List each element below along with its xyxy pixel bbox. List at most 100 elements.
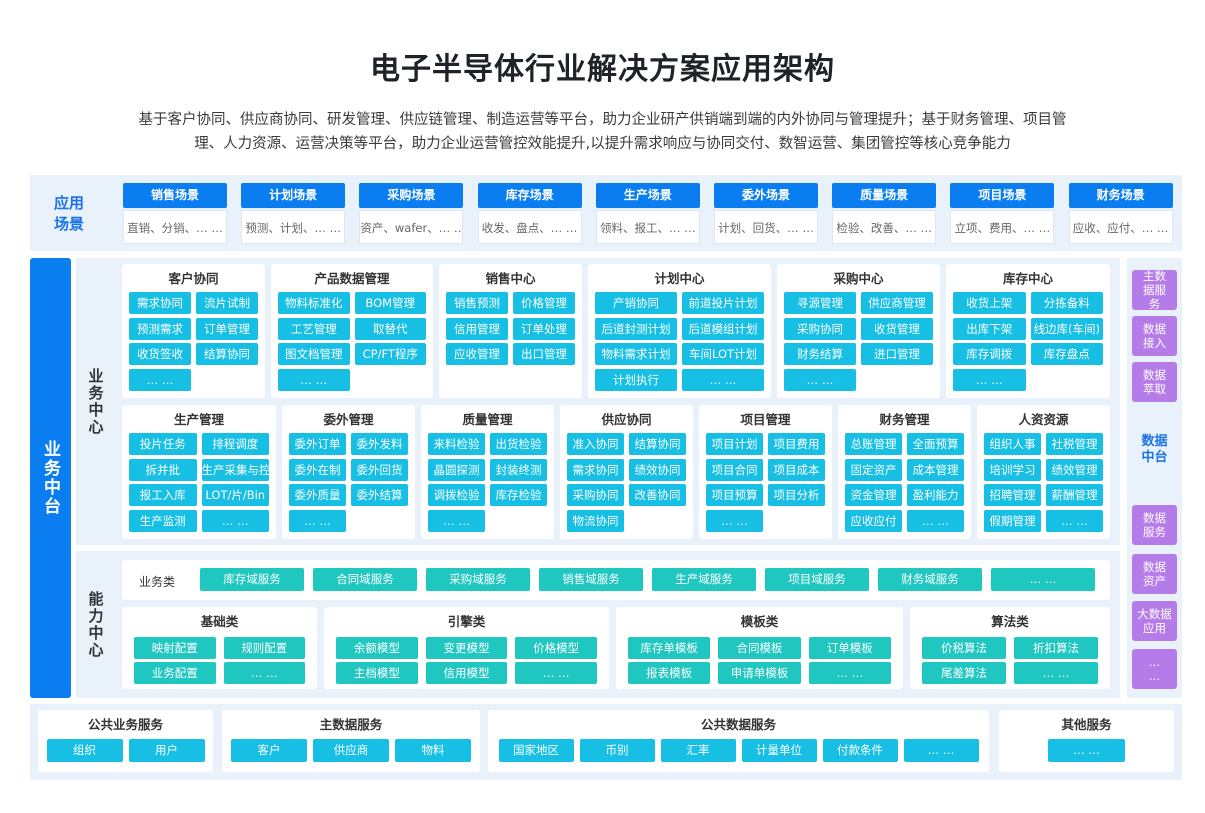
public-service-item[interactable]: … … [1048,739,1125,762]
module-item[interactable]: 晶圆探测 [428,458,485,481]
module-item[interactable]: CP/FT程序 [354,343,426,365]
module-item[interactable]: … … [278,368,350,391]
module-item[interactable]: 结算协同 [196,343,258,365]
module-item[interactable]: 订单管理 [196,317,258,340]
module-item[interactable]: 采购协同 [784,317,856,340]
module-item[interactable]: 订单处理 [513,317,575,340]
module-item[interactable]: 库存检验 [490,484,547,506]
module-item[interactable]: 委外在制 [289,458,346,481]
capability-item[interactable]: … … [808,662,891,684]
scene-header[interactable]: 财务场景 [1068,183,1173,208]
module-item[interactable]: 计划执行 [595,368,677,391]
module-item[interactable]: 组织人事 [984,433,1041,455]
module-item[interactable]: 图文档管理 [278,343,350,365]
capability-item[interactable]: 主档模型 [336,662,418,684]
data-service-block[interactable]: 数据接入 [1132,316,1177,356]
module-item[interactable]: 出口管理 [513,343,575,365]
data-service-block[interactable]: 数据服务 [1132,505,1177,545]
module-item[interactable]: 项目计划 [706,433,763,455]
module-item[interactable]: 项目成本 [768,458,825,481]
public-service-item[interactable]: 客户 [231,739,307,762]
module-item[interactable]: 绩效协同 [629,458,686,481]
module-item[interactable]: 物料需求计划 [595,343,677,365]
module-item[interactable]: 总账管理 [845,433,902,455]
public-service-item[interactable]: 计量单位 [741,739,817,762]
public-service-item[interactable]: 币别 [579,739,655,762]
public-service-item[interactable]: … … [903,739,979,762]
module-item[interactable]: 前道投片计划 [682,292,764,314]
module-item[interactable]: 假期管理 [984,509,1041,532]
module-item[interactable]: BOM管理 [354,292,426,314]
capability-item[interactable]: 余额模型 [336,637,418,659]
module-item[interactable]: LOT/片/Bin [201,484,269,506]
capability-item[interactable]: 价格模型 [515,637,597,659]
module-item[interactable]: 库存调拨 [953,343,1026,365]
module-item[interactable]: 全面预算 [907,433,964,455]
module-item[interactable]: 项目预算 [706,484,763,506]
module-item[interactable]: 物料标准化 [278,292,350,314]
module-item[interactable]: 准入协同 [567,433,624,455]
module-item[interactable]: 招聘管理 [984,484,1041,506]
business-type-service[interactable]: 销售域服务 [539,568,643,591]
capability-item[interactable]: 规则配置 [223,637,305,659]
module-item[interactable]: 应收应付 [845,509,902,532]
module-item[interactable]: 委外订单 [289,433,346,455]
module-item[interactable]: 需求协同 [567,458,624,481]
capability-item[interactable]: 库存单模板 [628,637,711,659]
module-item[interactable]: 委外回货 [351,458,408,481]
module-item[interactable]: 收货管理 [861,317,933,340]
module-item[interactable]: 生产监测 [129,509,197,532]
scene-header[interactable]: 质量场景 [832,183,937,208]
module-item[interactable]: 预测需求 [129,317,191,340]
business-type-service[interactable]: 合同域服务 [313,568,417,591]
module-item[interactable]: 采购协同 [567,484,624,506]
scene-header[interactable]: 项目场景 [950,183,1055,208]
data-service-block[interactable]: 数据资产 [1132,554,1177,594]
module-item[interactable]: 成本管理 [907,458,964,481]
capability-item[interactable]: 信用模型 [425,662,508,684]
public-service-item[interactable]: 物料 [395,739,471,762]
module-item[interactable]: 生产采集与控制 [201,458,269,481]
module-item[interactable]: 价格管理 [513,292,575,314]
capability-item[interactable]: 报表模板 [628,662,711,684]
module-item[interactable]: 排程调度 [201,433,269,455]
module-item[interactable]: 信用管理 [446,317,508,340]
module-item[interactable]: 需求协同 [129,292,191,314]
business-type-service[interactable]: 项目域服务 [765,568,869,591]
public-service-item[interactable]: 国家地区 [498,739,574,762]
module-item[interactable]: 出货检验 [490,433,547,455]
capability-item[interactable]: 映射配置 [134,637,216,659]
module-item[interactable]: 调拨检验 [428,484,485,506]
scene-header[interactable]: 销售场景 [123,183,227,208]
module-item[interactable]: 应收管理 [446,343,508,365]
module-item[interactable]: 库存盘点 [1030,343,1103,365]
module-item[interactable]: 车间LOT计划 [682,343,764,365]
module-item[interactable]: 收货签收 [129,343,191,365]
module-item[interactable]: 改善协同 [629,484,686,506]
capability-item[interactable]: 申请单模板 [718,662,801,684]
module-item[interactable]: … … [784,368,856,391]
module-item[interactable]: 项目分析 [768,484,825,506]
module-item[interactable]: 结算协同 [629,433,686,455]
module-item[interactable]: … … [907,509,964,532]
capability-item[interactable]: 折扣算法 [1014,637,1098,659]
data-service-block[interactable]: … … [1132,649,1177,689]
public-service-item[interactable]: 汇率 [660,739,736,762]
module-item[interactable]: … … [1046,509,1103,532]
module-item[interactable]: 物流协同 [567,509,624,532]
module-item[interactable]: 固定资产 [845,458,902,481]
module-item[interactable]: 拆并批 [129,458,197,481]
public-service-item[interactable]: 用户 [128,739,205,762]
module-item[interactable]: … … [706,509,763,532]
module-item[interactable]: 后道封测计划 [595,317,677,340]
data-service-block[interactable]: 数据萃取 [1132,362,1177,402]
module-item[interactable]: 取替代 [354,317,426,340]
business-type-service[interactable]: 采购域服务 [426,568,530,591]
module-item[interactable]: 资金管理 [845,484,902,506]
scene-header[interactable]: 生产场景 [595,183,700,208]
module-item[interactable]: 进口管理 [861,343,933,365]
capability-item[interactable]: 价税算法 [922,637,1006,659]
scene-header[interactable]: 计划场景 [241,183,346,208]
module-item[interactable]: 财务结算 [784,343,856,365]
public-service-item[interactable]: 供应商 [313,739,389,762]
